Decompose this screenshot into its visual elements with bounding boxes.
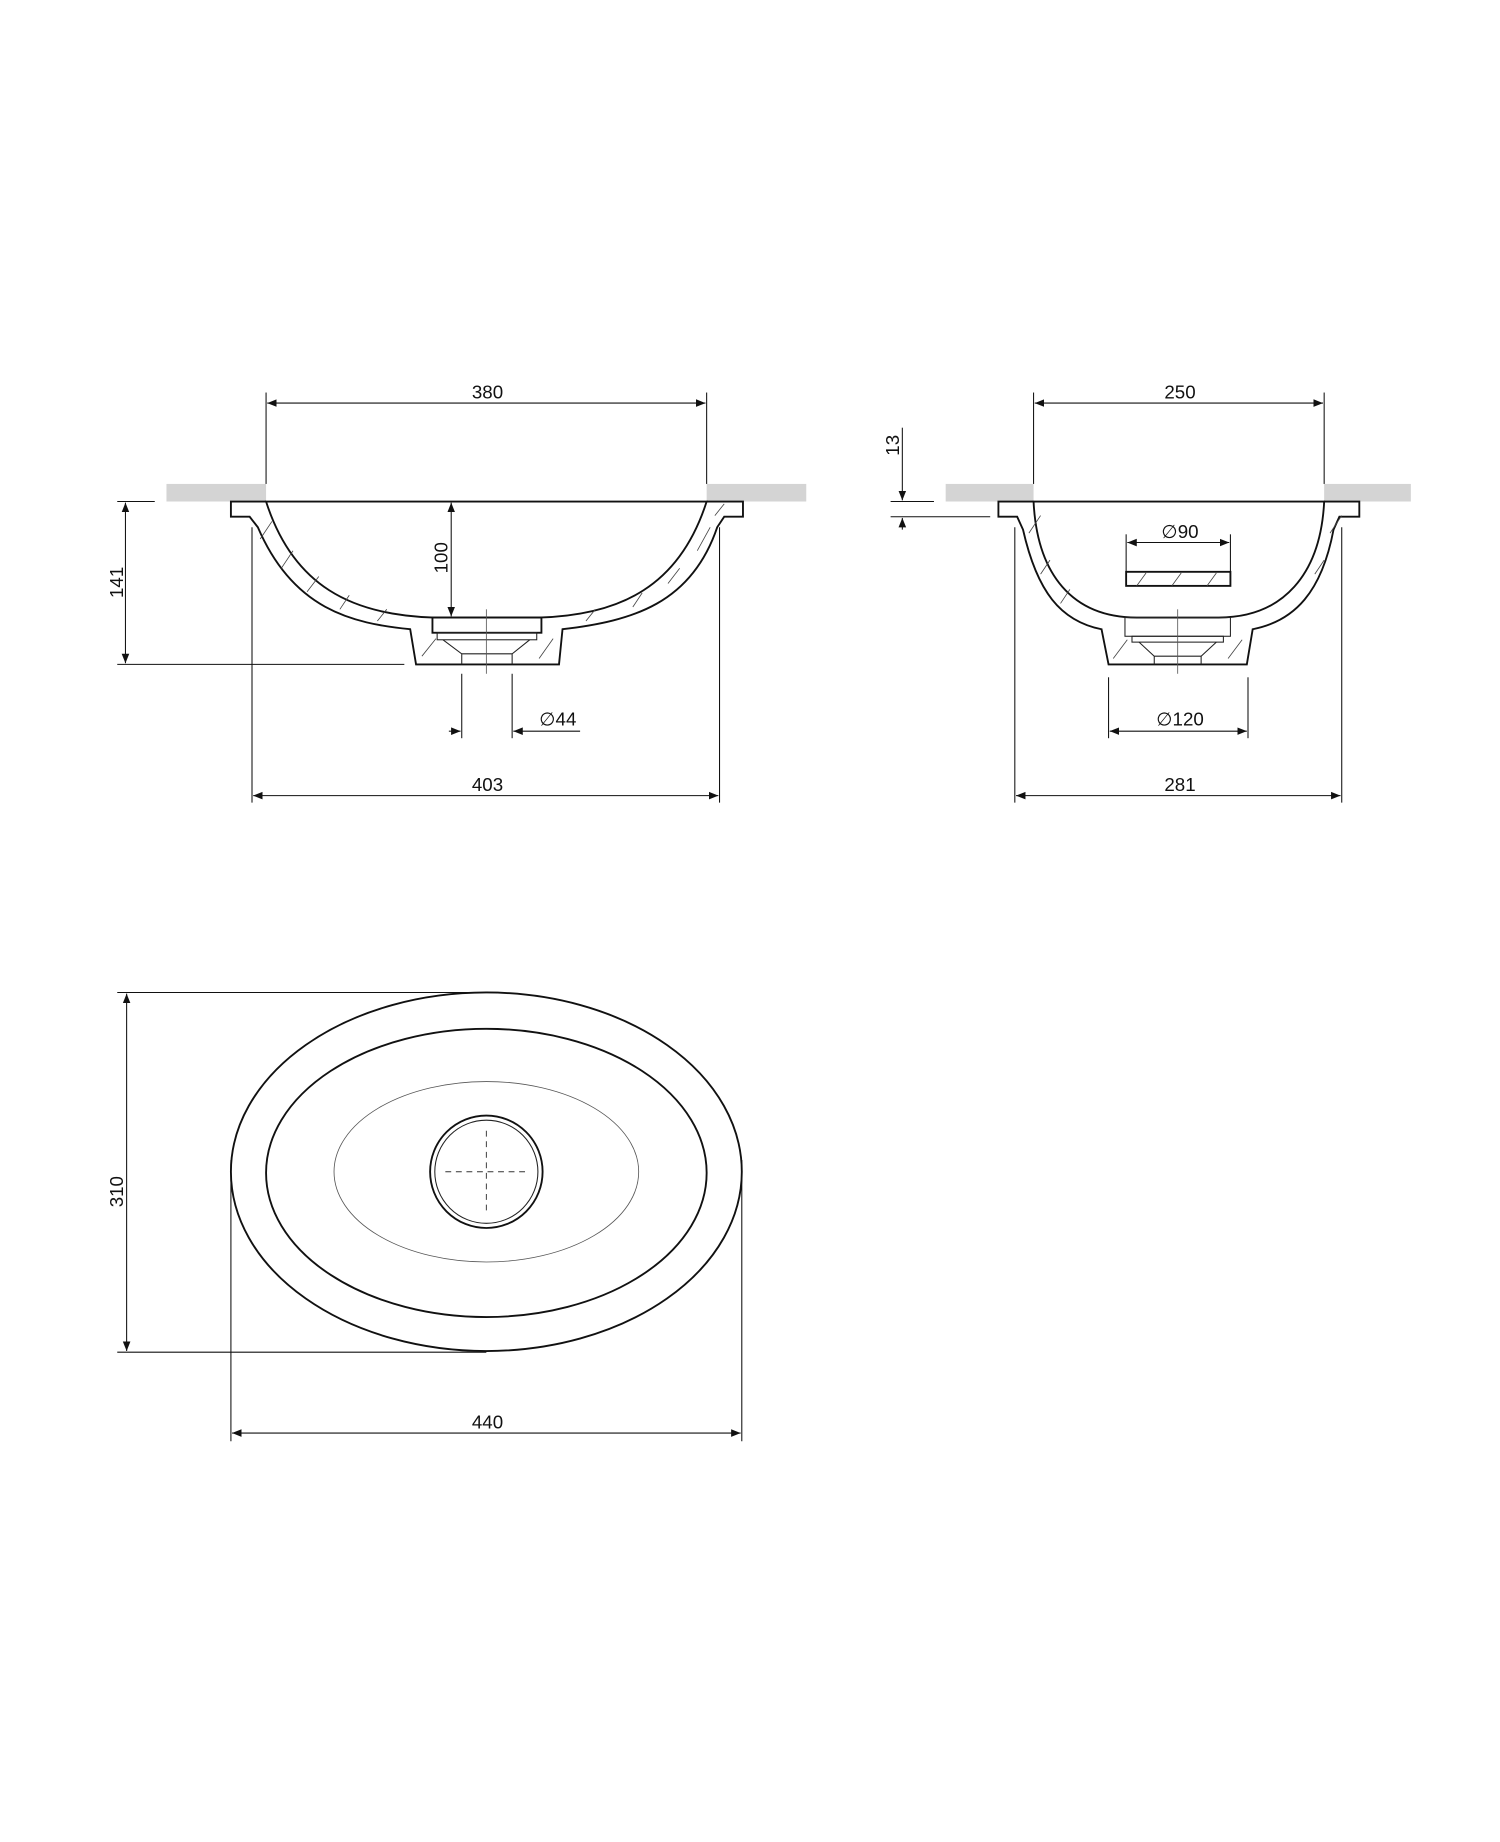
dimension-label-diameter-120: ∅120 [1156, 708, 1204, 729]
dimension-label-141: 141 [106, 567, 127, 598]
countertop-right [706, 483, 807, 502]
outer-rim [229, 991, 743, 1352]
section-hatching [1028, 515, 1343, 659]
basin-inner-profile [264, 500, 708, 619]
dimension-label-diameter-90: ∅90 [1161, 521, 1198, 542]
front-section-view: 380 100 141 ∅44 403 [106, 381, 807, 803]
dimension-label-380: 380 [472, 381, 503, 402]
dimension-label-100: 100 [431, 542, 452, 573]
basin-inner-profile [1032, 500, 1326, 619]
dimension-label-440: 440 [472, 1411, 503, 1432]
drain-fitting [431, 609, 543, 674]
countertop-left [166, 483, 267, 502]
dimension-label-13: 13 [882, 435, 903, 456]
section-hatching [259, 503, 725, 659]
countertop-right [1324, 483, 1411, 502]
dimension-label-250: 250 [1164, 381, 1195, 402]
dimension-label-281: 281 [1164, 774, 1195, 795]
dimension-label-diameter-44: ∅44 [539, 708, 576, 729]
side-section-view: 250 13 ∅90 ∅120 281 [882, 381, 1411, 803]
bowl-floor [333, 1081, 640, 1263]
countertop-left [945, 483, 1034, 502]
drain-outer [429, 1114, 544, 1229]
basin-outer-profile [997, 500, 1361, 666]
dimension-label-310: 310 [106, 1176, 127, 1207]
drain-inner [434, 1119, 539, 1224]
drain-fitting [1124, 609, 1231, 674]
inner-rim [265, 1027, 708, 1318]
dimension-label-403: 403 [472, 774, 503, 795]
overflow-slot [1125, 570, 1232, 587]
basin-outer-profile [229, 500, 744, 666]
top-plan-view: 310 440 [106, 991, 743, 1442]
